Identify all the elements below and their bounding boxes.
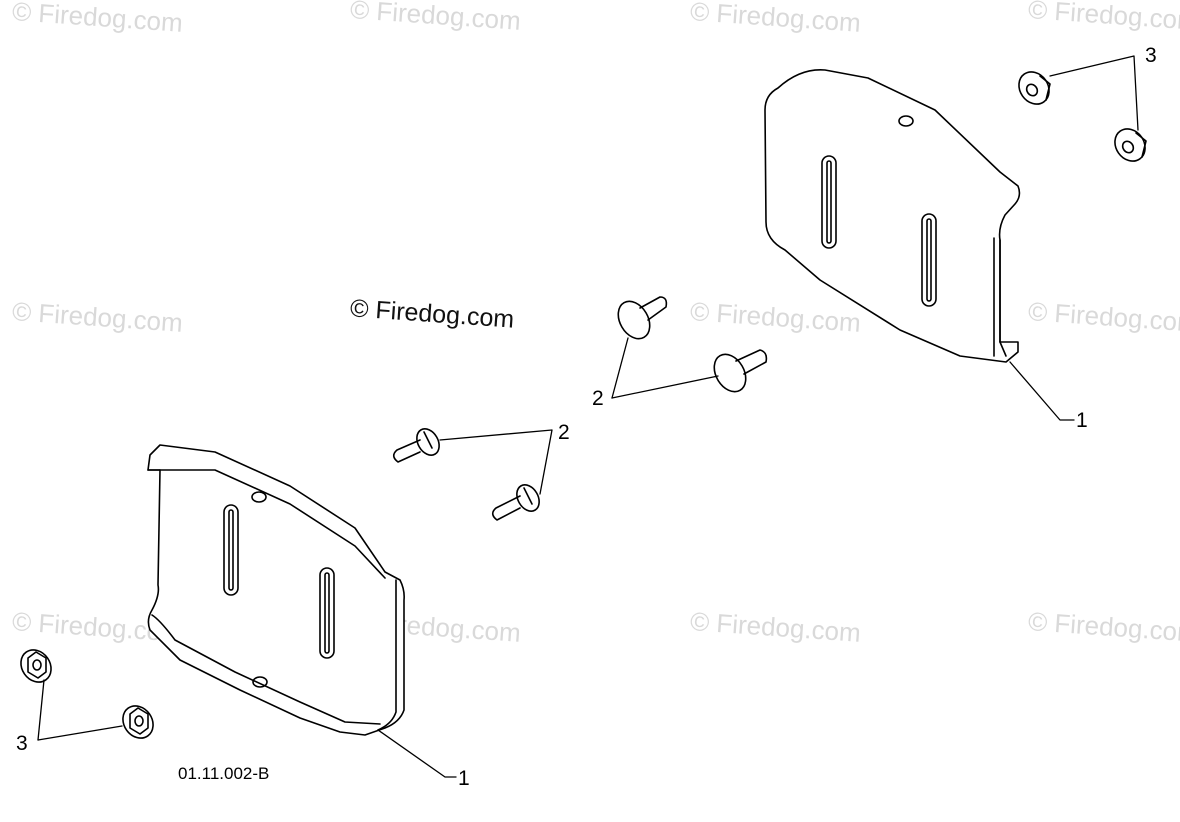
diagram-code: 01.11.002-B: [178, 764, 270, 783]
carriage-bolt: [617, 296, 668, 340]
flange-nut: [1114, 128, 1147, 162]
leader-lines: [37, 55, 1139, 778]
skid-shoe-lower: [147, 444, 405, 736]
callout-2-upper: 2: [592, 387, 604, 410]
flange-nut: [1018, 71, 1051, 105]
callout-3-upper: 3: [1145, 44, 1157, 67]
carriage-bolt: [392, 428, 440, 463]
flange-nut: [122, 705, 154, 739]
flange-nut: [20, 649, 52, 683]
carriage-bolt: [713, 349, 768, 393]
callout-1-upper: 1: [1076, 409, 1088, 432]
callout-3-lower: 3: [16, 732, 28, 755]
callout-1-lower: 1: [458, 767, 470, 790]
skid-shoe-upper: [764, 69, 1021, 363]
carriage-bolt: [491, 484, 540, 521]
callout-2-middle: 2: [558, 421, 570, 444]
